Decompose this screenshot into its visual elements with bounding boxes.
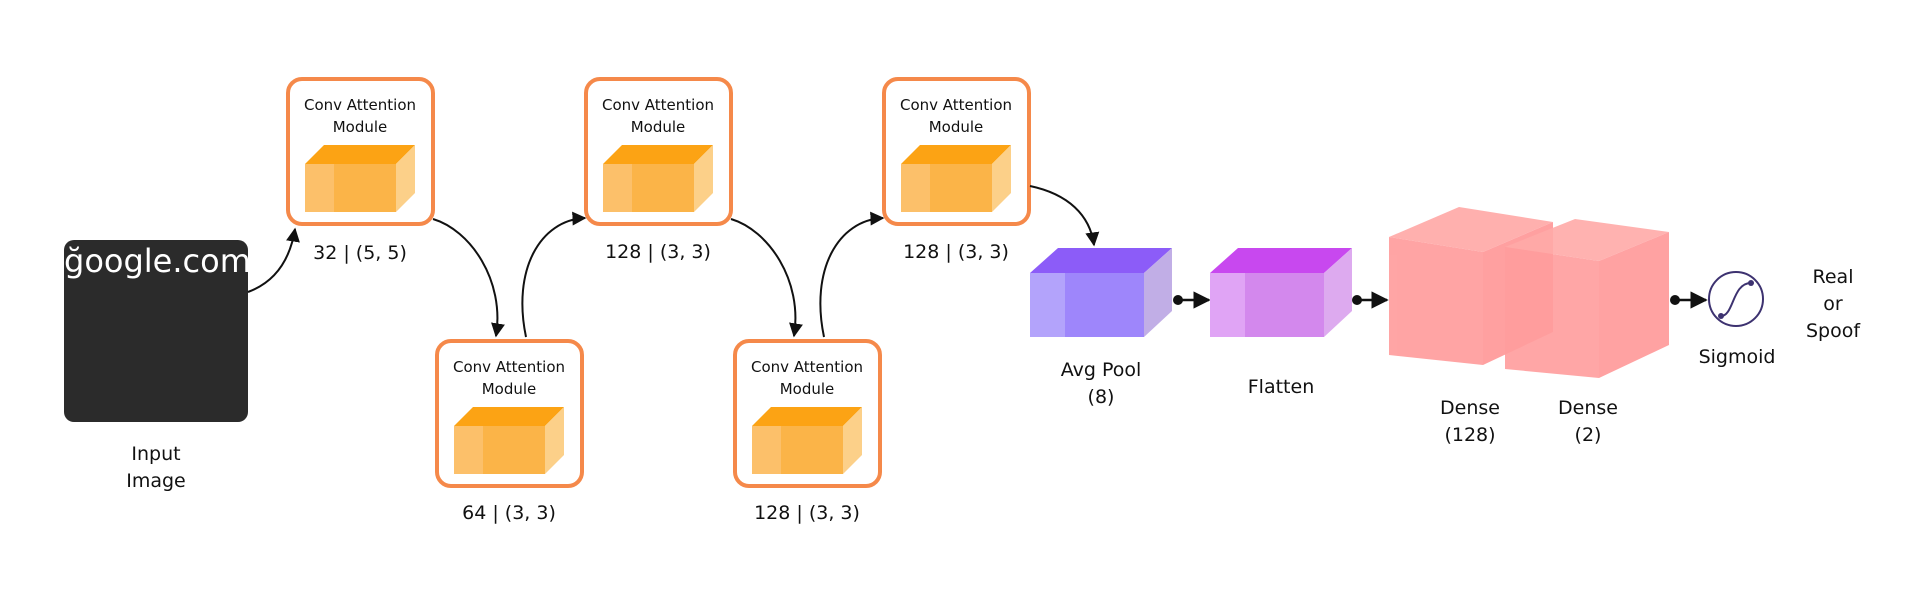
dense-128-label-line2: (128) [1444, 424, 1495, 446]
conv-module-4-title-line1: Conv Attention [751, 358, 863, 376]
output-label-line3: Spoof [1806, 320, 1861, 342]
conv-module-2-title-line2: Module [482, 380, 537, 398]
conv-module-5-title-line2: Module [929, 118, 984, 136]
input-image: ğoogle.com [64, 240, 251, 422]
output-label-line1: Real [1813, 266, 1854, 288]
input-image-thumbnail-text: ğoogle.com [64, 242, 251, 280]
avgpool-label-line2: (8) [1088, 386, 1115, 408]
avgpool-label-line1: Avg Pool [1061, 359, 1142, 381]
arrow-conv5-to-avgpool [1029, 185, 1100, 247]
conv-module-4-cuboid [752, 407, 862, 474]
conv-module-1: Conv Attention Module [286, 77, 435, 226]
dense-2-label-line1: Dense [1558, 397, 1618, 419]
conv-module-1-cuboid [305, 145, 415, 212]
conv-module-5: Conv Attention Module [882, 77, 1031, 226]
conv-module-3-title-line2: Module [631, 118, 686, 136]
connector-dense-sigmoid [1670, 291, 1708, 309]
arrow-conv2-to-conv3 [521, 211, 587, 338]
conv-module-4-params: 128 | (3, 3) [754, 502, 860, 524]
conv-module-2-params: 64 | (3, 3) [462, 502, 556, 524]
conv-module-3: Conv Attention Module [584, 77, 733, 226]
conv-module-1-params: 32 | (5, 5) [313, 242, 407, 264]
conv-module-3-cuboid [603, 145, 713, 212]
arrow-conv1-to-conv2 [432, 218, 505, 338]
conv-module-2-cuboid [454, 407, 564, 474]
dense-2-label-line2: (2) [1575, 424, 1602, 446]
arrow-conv4-to-conv5 [819, 211, 885, 338]
input-image-label-line1: Input [131, 443, 180, 465]
arrow-input-to-conv1 [247, 227, 300, 293]
arrow-conv3-to-conv4 [730, 218, 803, 338]
sigmoid-label: Sigmoid [1699, 346, 1776, 368]
input-image-label-line2: Image [126, 470, 186, 492]
conv-module-1-title-line2: Module [333, 118, 388, 136]
conv-module-1-title-line1: Conv Attention [304, 96, 416, 114]
dense-128-label-line1: Dense [1440, 397, 1500, 419]
flatten-block [1210, 248, 1352, 337]
sigmoid-icon [1708, 271, 1764, 327]
conv-module-2-title-line1: Conv Attention [453, 358, 565, 376]
output-label-line2: or [1823, 293, 1843, 315]
conv-module-2: Conv Attention Module [435, 339, 584, 488]
conv-module-4: Conv Attention Module [733, 339, 882, 488]
flatten-label: Flatten [1248, 376, 1314, 398]
conv-module-3-title-line1: Conv Attention [602, 96, 714, 114]
conv-module-5-cuboid [901, 145, 1011, 212]
conv-module-4-title-line2: Module [780, 380, 835, 398]
conv-module-5-title-line1: Conv Attention [900, 96, 1012, 114]
connector-avgpool-flatten [1173, 291, 1211, 309]
conv-module-3-params: 128 | (3, 3) [605, 241, 711, 263]
dense-2-block [1505, 219, 1669, 378]
input-image-thumbnail [64, 240, 248, 422]
avgpool-block [1030, 248, 1172, 337]
connector-flatten-dense [1352, 291, 1389, 309]
conv-module-5-params: 128 | (3, 3) [903, 241, 1009, 263]
